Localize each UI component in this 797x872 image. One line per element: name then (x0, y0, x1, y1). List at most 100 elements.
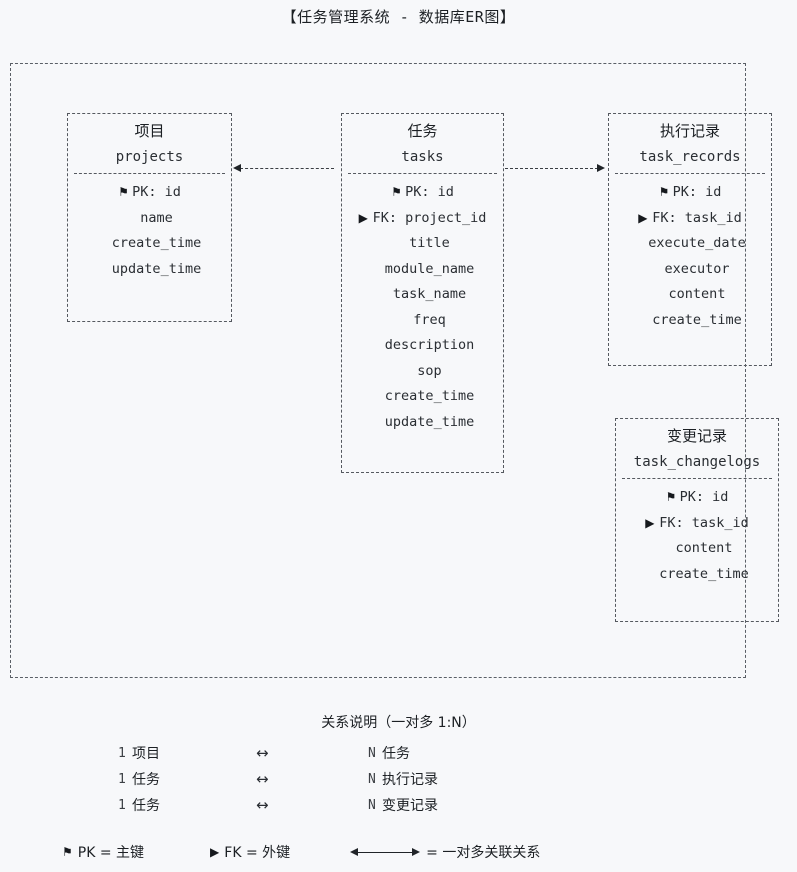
field-row: ⚑PK: id (68, 180, 231, 206)
relation-left-entity: 任务 (132, 798, 160, 814)
entity-tasks[interactable]: 任务 tasks ⚑PK: id ▶FK: project_id title m… (341, 113, 504, 473)
legend-pk: ⚑ PK = 主键 (62, 842, 144, 862)
entity-tasks-fields: ⚑PK: id ▶FK: project_id title module_nam… (342, 176, 503, 441)
connector-tasks-to-projects (240, 168, 334, 170)
field-label: PK: id (672, 184, 722, 200)
entity-task-changelogs-cn-name: 变更记录 (666, 427, 727, 445)
field-label: update_time (384, 413, 475, 430)
field-row: create_time (609, 308, 771, 334)
pk-flag-icon: ⚑ (62, 845, 73, 859)
relation-right-cardinality: N (368, 797, 376, 813)
fk-triangle-icon: ▶ (210, 845, 220, 859)
entity-task-changelogs-header: 变更记录 task_changelogs (616, 419, 778, 475)
field-label: update_time (111, 260, 202, 277)
field-row: create_time (68, 231, 231, 257)
relation-left-cardinality: 1 (118, 797, 126, 813)
field-label: sop (417, 362, 442, 379)
relations-title: 关系说明（一对多 1:N） (321, 715, 476, 731)
field-label: freq (413, 311, 446, 328)
field-label: description (384, 337, 475, 353)
field-label: create_time (384, 388, 475, 404)
field-row: execute_date (609, 231, 771, 257)
entity-task-records-divider (615, 173, 765, 174)
entity-task-changelogs[interactable]: 变更记录 task_changelogs ⚑PK: id ▶ FK: task_i… (615, 418, 779, 622)
diagram-outer-frame (10, 63, 746, 678)
relation-right-cardinality: N (368, 745, 376, 761)
arrowhead-to-task-records-icon (597, 164, 605, 172)
entity-tasks-en-name: tasks (401, 149, 444, 165)
relation-row: 1 任务 ↔ N 执行记录 (118, 766, 538, 792)
entity-projects-fields: ⚑PK: id name create_time update_time (68, 176, 231, 288)
fk-triangle-icon: ▶ (638, 210, 648, 225)
field-row: update_time (342, 410, 503, 436)
field-row: title (342, 231, 503, 257)
relation-row: 1 任务 ↔ N 变更记录 (118, 792, 538, 818)
field-label: PK: id (405, 184, 454, 200)
field-row: ▶FK: project_id (342, 206, 503, 232)
field-row: ▶ FK: task_id (609, 206, 771, 232)
page-title: 【任务管理系统 - 数据库ER图】 (281, 8, 516, 26)
entity-task-records-en-name: task_records (639, 149, 741, 165)
field-label: FK: task_id (652, 209, 742, 226)
field-row: ⚑PK: id (616, 485, 778, 511)
field-row: sop (342, 359, 503, 385)
entity-projects-header: 项目 projects (68, 114, 231, 170)
field-row: content (609, 282, 771, 308)
double-arrow-icon (350, 848, 421, 856)
field-row: update_time (68, 257, 231, 283)
entity-task-records[interactable]: 执行记录 task_records ⚑PK: id ▶ FK: task_id e… (608, 113, 772, 366)
entity-projects[interactable]: 项目 projects ⚑PK: id name create_time upd… (67, 113, 232, 322)
entity-task-changelogs-divider (622, 478, 772, 479)
entity-tasks-cn-name: 任务 (407, 122, 438, 140)
field-row: task_name (342, 282, 503, 308)
relation-row: 1 项目 ↔ N 任务 (118, 740, 538, 766)
field-row: ⚑PK: id (609, 180, 771, 206)
relation-right-entity: 执行记录 (382, 772, 438, 788)
relation-left-entity: 任务 (132, 772, 160, 788)
field-label: FK: task_id (659, 514, 749, 531)
fk-triangle-icon: ▶ (645, 515, 655, 530)
legend-bar: ⚑ PK = 主键 ▶ FK = 外键 = 一对多关联关系 (62, 842, 540, 862)
field-label: create_time (652, 311, 742, 328)
relation-arrow-icon: ↔ (256, 770, 269, 788)
field-label: create_time (111, 235, 202, 251)
legend-fk-label: FK = 外键 (224, 845, 291, 861)
entity-projects-cn-name: 项目 (134, 122, 165, 140)
relation-right-cardinality: N (368, 771, 376, 787)
pk-flag-icon: ⚑ (665, 490, 677, 504)
field-row: executor (609, 257, 771, 283)
field-row: create_time (616, 562, 778, 588)
entity-task-changelogs-en-name: task_changelogs (633, 454, 761, 470)
field-row: content (616, 536, 778, 562)
entity-task-records-header: 执行记录 task_records (609, 114, 771, 170)
entity-task-records-cn-name: 执行记录 (659, 122, 720, 140)
connector-tasks-to-task-records (505, 168, 598, 170)
arrowhead-to-projects-icon (233, 164, 241, 172)
entity-projects-en-name: projects (115, 149, 184, 165)
legend-relation: = 一对多关联关系 (350, 842, 540, 862)
field-row: name (68, 206, 231, 232)
field-label: FK: project_id (372, 209, 487, 226)
field-row: freq (342, 308, 503, 334)
field-label: PK: id (132, 184, 181, 200)
field-row: description (342, 333, 503, 359)
pk-flag-icon: ⚑ (391, 185, 402, 199)
relation-arrow-icon: ↔ (256, 796, 269, 814)
pk-flag-icon: ⚑ (658, 185, 670, 199)
field-label: title (409, 235, 450, 251)
relation-right-entity: 变更记录 (382, 798, 438, 814)
field-label: module_name (384, 260, 475, 277)
field-label: task_name (392, 286, 467, 302)
field-label: execute_date (648, 235, 746, 251)
field-label: name (140, 209, 173, 226)
field-row: ▶ FK: task_id (616, 511, 778, 537)
field-label: PK: id (679, 489, 729, 505)
relation-left-cardinality: 1 (118, 771, 126, 787)
legend-relation-label: = 一对多关联关系 (426, 845, 541, 861)
entity-tasks-divider (348, 173, 497, 174)
relation-left-entity: 项目 (132, 746, 160, 762)
relations-list: 1 项目 ↔ N 任务 1 任务 ↔ N 执行记录 1 任务 ↔ N 变更记录 (118, 740, 538, 818)
relation-arrow-icon: ↔ (256, 744, 269, 762)
legend-fk: ▶ FK = 外键 (210, 842, 290, 862)
